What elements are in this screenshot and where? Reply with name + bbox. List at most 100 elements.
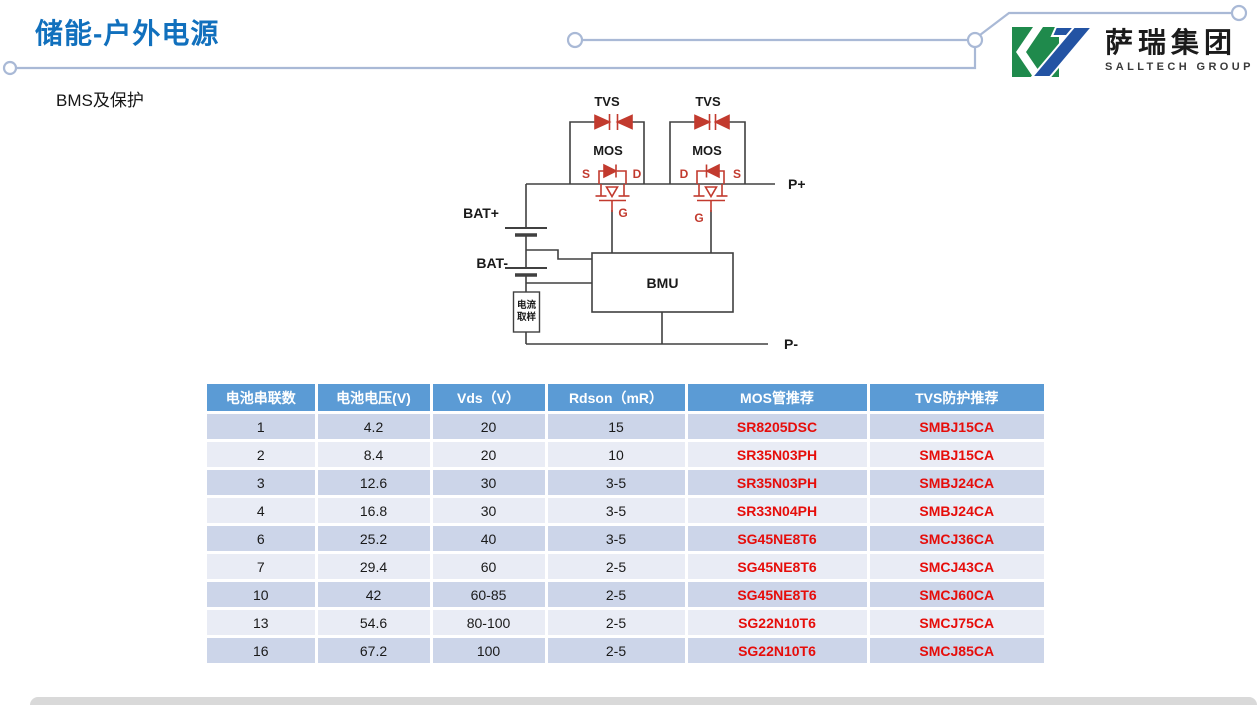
table-cell: 16 xyxy=(207,636,318,666)
table-header-cell: TVS防护推荐 xyxy=(868,384,1044,414)
table-cell: 25.2 xyxy=(316,524,433,554)
table-cell: SR33N04PH xyxy=(686,496,870,526)
table-cell: 1 xyxy=(207,412,318,442)
table-cell: SMBJ24CA xyxy=(868,496,1044,526)
table-cell: SG22N10T6 xyxy=(686,608,870,638)
page-subtitle: BMS及保护 xyxy=(56,91,144,110)
table-cell: 30 xyxy=(431,496,548,526)
table-cell: 15 xyxy=(546,412,688,442)
logo-company-name: 萨瑞集团 xyxy=(1105,27,1238,58)
table-cell: 30 xyxy=(431,468,548,498)
table-header-cell: Vds（V） xyxy=(431,384,548,414)
table-cell: SR8205DSC xyxy=(686,412,870,442)
table-cell: SG45NE8T6 xyxy=(686,580,870,610)
mos-left-gate-label: G xyxy=(618,206,627,220)
table-cell: SR35N03PH xyxy=(686,440,870,470)
table-cell: 2-5 xyxy=(546,580,688,610)
tvs-left-label: TVS xyxy=(594,94,620,109)
table-cell: 29.4 xyxy=(316,552,433,582)
battery-negative-label: BAT- xyxy=(476,255,508,271)
tvs-diode-left-icon xyxy=(594,114,633,130)
table-cell: 2-5 xyxy=(546,552,688,582)
output-positive-label: P+ xyxy=(788,176,806,192)
bmu-box xyxy=(591,252,734,313)
mosfet-right-icon xyxy=(693,163,728,212)
table-cell: 10 xyxy=(207,580,318,610)
table-cell: 3 xyxy=(207,468,318,498)
table-cell: SMBJ15CA xyxy=(868,440,1044,470)
table-cell: 3-5 xyxy=(546,468,688,498)
table-cell: 3-5 xyxy=(546,524,688,554)
table-cell: 4 xyxy=(207,496,318,526)
table-cell: 40 xyxy=(431,524,548,554)
current-sense-box xyxy=(512,291,541,333)
table-cell: 13 xyxy=(207,608,318,638)
table-cell: 2-5 xyxy=(546,608,688,638)
current-sense-label-line1: 电流 xyxy=(517,299,537,311)
table-cell: 16.8 xyxy=(316,496,433,526)
table-cell: 20 xyxy=(431,440,548,470)
table-cell: 7 xyxy=(207,552,318,582)
mos-left-label: MOS xyxy=(593,143,623,158)
table-cell: SMBJ24CA xyxy=(868,468,1044,498)
table-cell: 60-85 xyxy=(431,580,548,610)
company-logo: 萨瑞集团 SALLTECH GROUP xyxy=(1012,26,1254,78)
table-cell: 60 xyxy=(431,552,548,582)
table-cell: SMCJ85CA xyxy=(868,636,1044,666)
mos-left-drain-label: D xyxy=(633,167,642,181)
table-cell: 8.4 xyxy=(316,440,433,470)
table-cell: 20 xyxy=(431,412,548,442)
circuit-wires xyxy=(525,121,775,345)
mos-right-gate-label: G xyxy=(694,211,703,225)
table-header-cell: MOS管推荐 xyxy=(686,384,870,414)
table-cell: SG45NE8T6 xyxy=(686,524,870,554)
tvs-right-label: TVS xyxy=(695,94,721,109)
footer-bar xyxy=(30,697,1257,705)
table-cell: 2-5 xyxy=(546,636,688,666)
battery-positive-label: BAT+ xyxy=(463,205,499,221)
page-title: 储能-户外电源 xyxy=(35,18,220,49)
logo-mark-icon xyxy=(1012,26,1095,78)
table-cell: 2 xyxy=(207,440,318,470)
table-cell: SMBJ15CA xyxy=(868,412,1044,442)
table-cell: 100 xyxy=(431,636,548,666)
table-cell: SMCJ60CA xyxy=(868,580,1044,610)
table-header-cell: 电池串联数 xyxy=(207,384,318,414)
table-cell: 80-100 xyxy=(431,608,548,638)
mos-right-source-label: S xyxy=(733,167,741,181)
table-cell: SG22N10T6 xyxy=(686,636,870,666)
table-cell: 4.2 xyxy=(316,412,433,442)
table-cell: 3-5 xyxy=(546,496,688,526)
logo-company-name-en: SALLTECH GROUP xyxy=(1105,61,1254,73)
table-cell: 6 xyxy=(207,524,318,554)
tvs-diode-right-icon xyxy=(694,114,730,130)
table-cell: 12.6 xyxy=(316,468,433,498)
mos-right-label: MOS xyxy=(692,143,722,158)
table-cell: 54.6 xyxy=(316,608,433,638)
table-cell: 10 xyxy=(546,440,688,470)
table-cell: SMCJ43CA xyxy=(868,552,1044,582)
table-cell: 42 xyxy=(316,580,433,610)
current-sense-label-line2: 取样 xyxy=(517,311,537,323)
table-cell: SG45NE8T6 xyxy=(686,552,870,582)
mos-left-source-label: S xyxy=(582,167,590,181)
battery-symbol xyxy=(505,227,547,277)
mos-right-drain-label: D xyxy=(680,167,689,181)
mosfet-left-icon xyxy=(595,163,630,212)
table-header-cell: Rdson（mR） xyxy=(546,384,688,414)
table-cell: SMCJ75CA xyxy=(868,608,1044,638)
table-header-cell: 电池电压(V) xyxy=(316,384,433,414)
table-cell: SMCJ36CA xyxy=(868,524,1044,554)
